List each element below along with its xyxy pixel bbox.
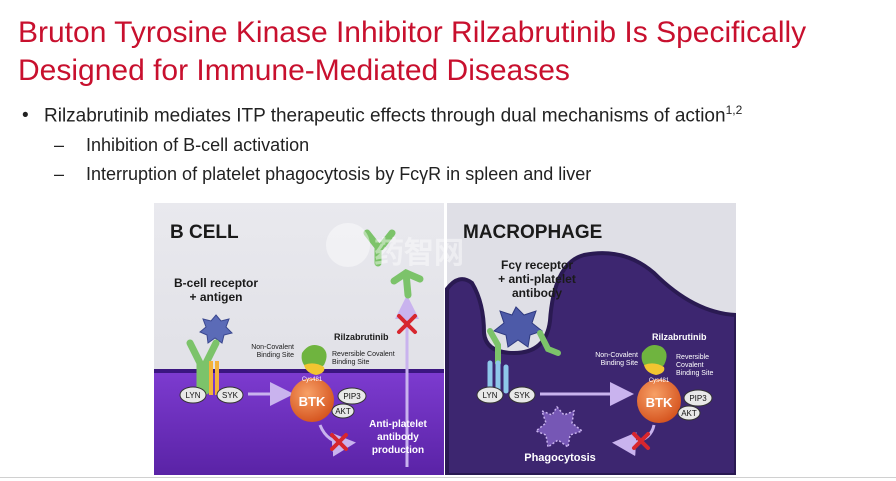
macrophage-reversible-2: Covalent bbox=[676, 362, 704, 369]
macrophage-outcome: Phagocytosis bbox=[524, 452, 596, 464]
inhibit-x-icon bbox=[330, 433, 348, 451]
rilzabrutinib-molecule-icon bbox=[301, 345, 327, 375]
macrophage-reversible-1: Reversible bbox=[676, 354, 709, 361]
macrophage-receptor-label-1: Fcγ receptor bbox=[501, 258, 573, 272]
macrophage-pip3-badge: PIP3 bbox=[683, 389, 713, 407]
macrophage-reversible-3: Binding Site bbox=[676, 370, 713, 377]
b-cell-cys-label: Cys481 bbox=[302, 377, 323, 383]
macrophage-lyn-badge: LYN bbox=[476, 386, 504, 404]
akt-badge: AKT bbox=[331, 403, 355, 419]
bullet-list: • Rilzabrutinib mediates ITP therapeutic… bbox=[22, 103, 892, 185]
inhibit-x-icon bbox=[397, 314, 417, 334]
b-cell-receptor-label-2: + antigen bbox=[189, 290, 242, 304]
sub-bullet-2: – Interruption of platelet phagocytosis … bbox=[54, 164, 892, 185]
antigen-icon bbox=[199, 314, 233, 344]
b-cell-outcome-2: antibody bbox=[377, 432, 419, 443]
sub-bullet-text: Interruption of platelet phagocytosis by… bbox=[86, 164, 592, 185]
slide-title: Bruton Tyrosine Kinase Inhibitor Rilzabr… bbox=[18, 14, 888, 90]
b-cell-lyn-label: LYN bbox=[186, 391, 201, 400]
b-cell-akt-label: AKT bbox=[335, 407, 351, 416]
b-cell-btk-label: BTK bbox=[299, 394, 326, 409]
macrophage-drug-label: Rilzabrutinib bbox=[652, 332, 707, 342]
b-cell-outcome-1: Anti-platelet bbox=[369, 419, 427, 430]
macrophage-rilzabrutinib-molecule-icon bbox=[641, 345, 667, 375]
macrophage-pip3-label: PIP3 bbox=[689, 394, 707, 403]
title-line-2: Designed for Immune-Mediated Diseases bbox=[18, 54, 570, 87]
bullet-dot: • bbox=[22, 105, 29, 127]
antibody-icon bbox=[363, 229, 424, 299]
syk-badge: SYK bbox=[216, 386, 244, 404]
bottom-rule bbox=[0, 477, 896, 478]
macrophage-inhibit-x-icon bbox=[632, 432, 650, 450]
fc-gamma-receptor-icon bbox=[487, 360, 509, 394]
b-cell-outcome-3: production bbox=[372, 445, 424, 456]
title-line-1: Bruton Tyrosine Kinase Inhibitor Rilzabr… bbox=[18, 16, 807, 49]
macrophage-receptor-label-2: + anti-platelet bbox=[498, 272, 576, 286]
macrophage-cys-label: Cys481 bbox=[649, 378, 670, 384]
sub-bullet-dash: – bbox=[54, 135, 65, 156]
macrophage-akt-label: AKT bbox=[681, 409, 697, 418]
sub-bullet-text: Inhibition of B-cell activation bbox=[86, 135, 310, 156]
b-cell-receptor-icon bbox=[186, 339, 220, 395]
macrophage-lyn-label: LYN bbox=[483, 391, 498, 400]
macrophage-noncovalent-2: Binding Site bbox=[601, 360, 638, 367]
bullet-main: • Rilzabrutinib mediates ITP therapeutic… bbox=[22, 103, 892, 127]
downstream-arrow bbox=[318, 424, 356, 457]
sub-bullet-1: – Inhibition of B-cell activation bbox=[54, 135, 892, 156]
pip3-badge: PIP3 bbox=[337, 387, 367, 405]
watermark-text: 药智网 bbox=[374, 237, 464, 270]
anti-platelet-antibody-icon bbox=[487, 328, 561, 366]
btk-kinase-icon: Cys481 BTK bbox=[290, 377, 334, 422]
bullet-main-refs: 1,2 bbox=[725, 103, 743, 117]
b-cell-syk-label: SYK bbox=[222, 391, 239, 400]
b-cell-noncovalent-1: Non-Covalent bbox=[251, 344, 294, 351]
b-cell-reversible-1: Reversible Covalent bbox=[332, 351, 395, 358]
macrophage-syk-badge: SYK bbox=[508, 386, 536, 404]
b-cell-panel: B CELL B-cell receptor + antigen LYN SYK bbox=[154, 203, 444, 475]
macrophage-btk-kinase-icon: Cys481 BTK bbox=[637, 378, 681, 423]
macrophage-receptor-label-3: antibody bbox=[512, 286, 562, 300]
macrophage-akt-badge: AKT bbox=[677, 405, 701, 421]
b-cell-reversible-2: Binding Site bbox=[332, 359, 369, 366]
b-cell-receptor-label-1: B-cell receptor bbox=[174, 276, 258, 290]
platelet-icon bbox=[492, 306, 544, 348]
b-cell-drug-label: Rilzabrutinib bbox=[334, 332, 389, 342]
b-cell-noncovalent-2: Binding Site bbox=[257, 352, 294, 359]
macrophage-btk-label: BTK bbox=[646, 395, 673, 410]
phagocytosed-platelet-icon bbox=[534, 405, 584, 449]
b-cell-heading: B CELL bbox=[170, 222, 239, 243]
macrophage-syk-label: SYK bbox=[514, 391, 531, 400]
macrophage-heading: MACROPHAGE bbox=[463, 222, 602, 243]
b-cell-pip3-label: PIP3 bbox=[343, 392, 361, 401]
mechanism-figure: B CELL B-cell receptor + antigen LYN SYK bbox=[154, 203, 736, 475]
lyn-badge: LYN bbox=[179, 386, 207, 404]
macrophage-panel: MACROPHAGE Fcγ receptor + anti-platelet … bbox=[445, 203, 736, 475]
watermark: 药智网 bbox=[326, 223, 464, 270]
bullet-main-text: Rilzabrutinib mediates ITP therapeutic e… bbox=[44, 105, 726, 127]
macrophage-noncovalent-1: Non-Covalent bbox=[595, 352, 638, 359]
sub-bullet-dash: – bbox=[54, 164, 65, 185]
